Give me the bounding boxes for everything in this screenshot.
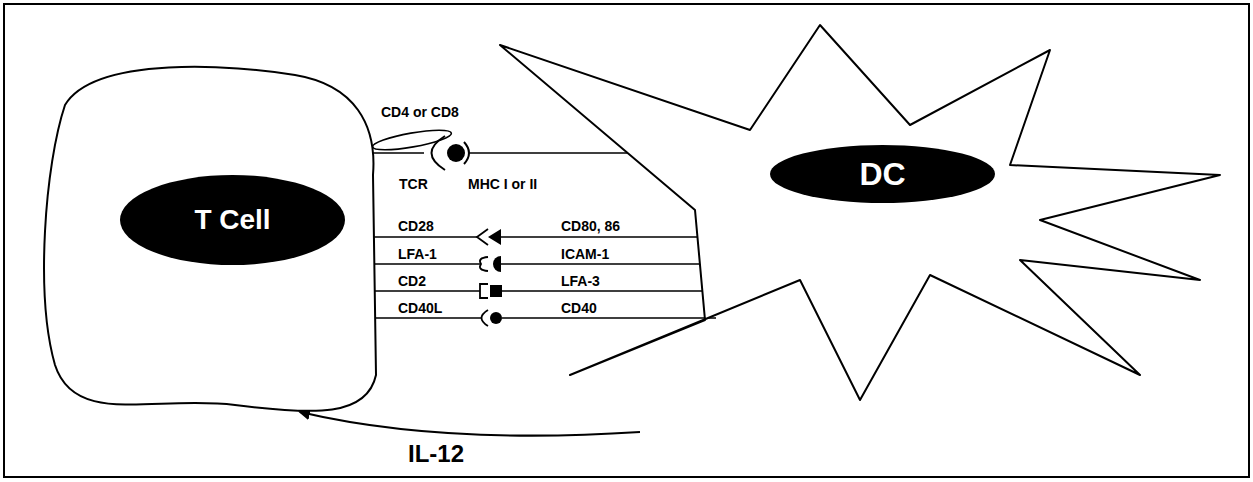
molecule-label: LFA-3 [560, 273, 601, 289]
edge-label: IL-12 [405, 440, 467, 468]
receptor-ligand-line [372, 236, 712, 238]
molecule-label: CD80, 86 [560, 218, 621, 234]
cd80-symbol [488, 229, 501, 245]
receptor-ligand-line [372, 263, 712, 265]
receptor-ligand-line [372, 152, 634, 154]
receptor-ligand-line [372, 317, 716, 319]
mhc-peptide-symbol [447, 144, 465, 162]
tcr-symbol [432, 136, 446, 170]
molecule-label: LFA-1 [397, 246, 438, 262]
cd40-symbol [490, 312, 502, 324]
dendritic-cell: DC [430, 25, 1230, 410]
cell-name: T Cell [120, 175, 345, 265]
dendritic-cell-membrane [500, 25, 1220, 400]
molecule-label: CD28 [397, 218, 435, 234]
molecule-label: MHC I or II [467, 176, 538, 192]
cd28-symbol [477, 229, 488, 245]
cd2-symbol [480, 284, 488, 298]
figure-frame [4, 4, 1249, 477]
cytokine-arrow [300, 412, 640, 436]
icam1-symbol [493, 256, 501, 272]
cd40l-symbol [482, 310, 489, 326]
molecule-label: TCR [398, 176, 429, 192]
molecule-label: CD40L [397, 300, 443, 316]
molecule-label: CD4 or CD8 [380, 104, 460, 120]
t-cell: T Cell [35, 45, 380, 425]
molecule-label: CD2 [397, 273, 427, 289]
molecule-label: ICAM-1 [560, 246, 610, 262]
molecule-label: CD40 [560, 300, 598, 316]
cell-name: DC [770, 145, 995, 203]
lfa3-symbol [490, 285, 502, 297]
t-cell-membrane [44, 67, 376, 411]
receptor-ligand-line [372, 290, 714, 292]
dendritic-cell-outline [430, 25, 1230, 410]
lfa1-symbol [480, 257, 488, 271]
